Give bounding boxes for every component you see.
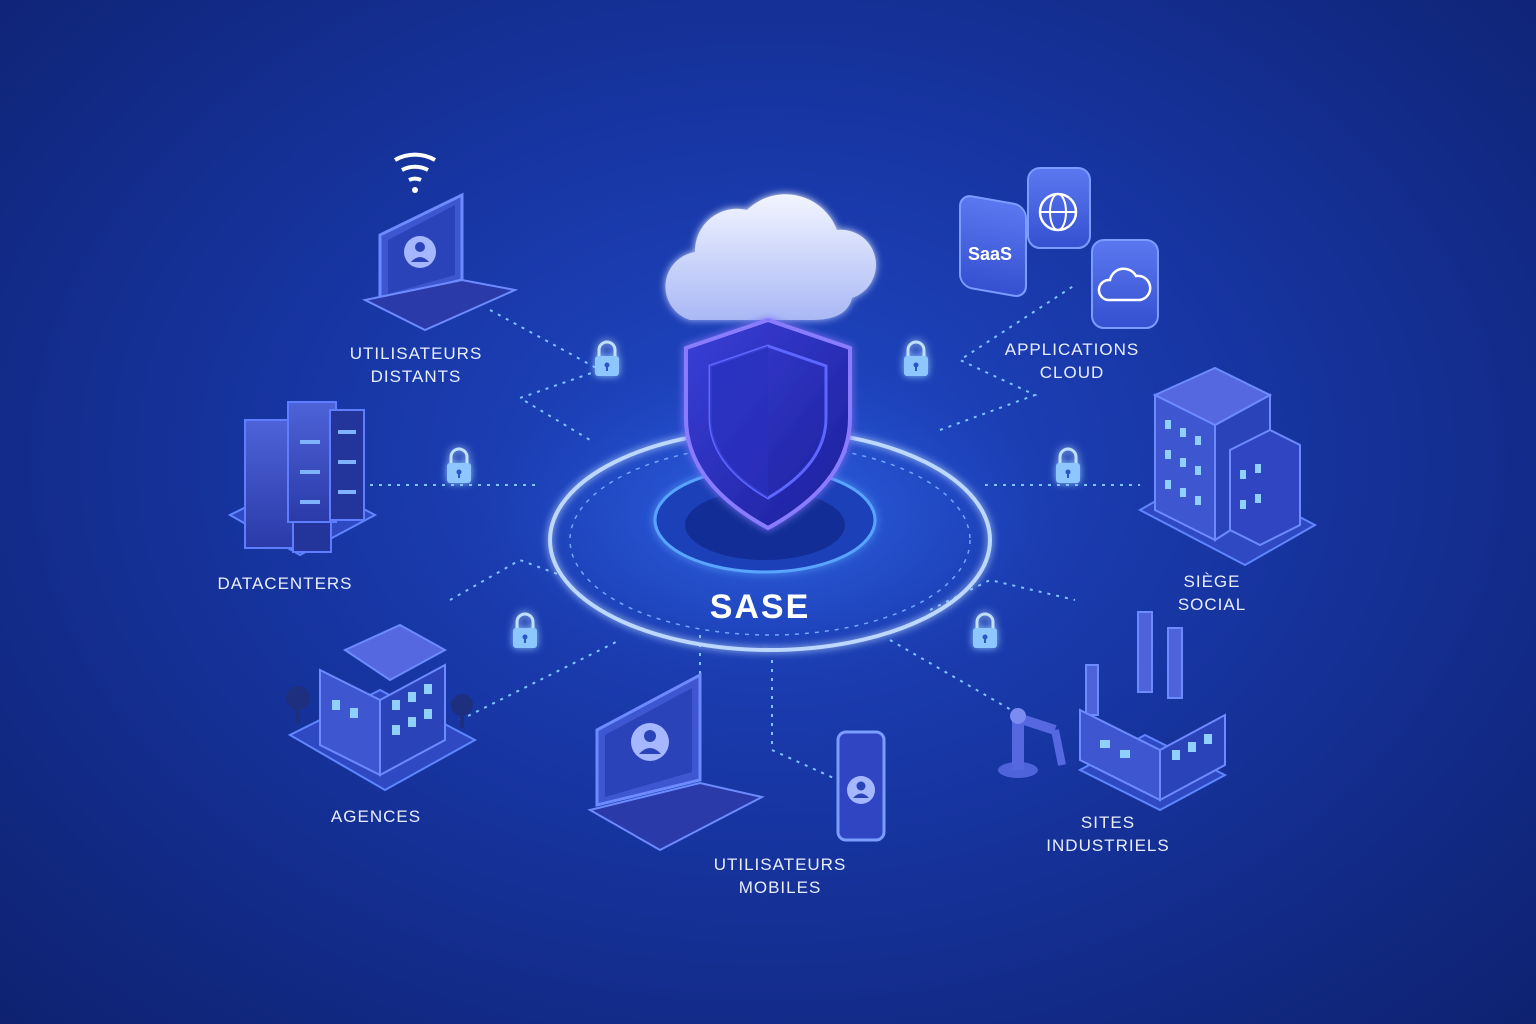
label-cloud-apps: APPLICATIONS CLOUD	[1005, 338, 1140, 384]
label-line: SIÈGE	[1183, 572, 1241, 591]
saas-tile-label: SaaS	[968, 244, 1012, 264]
lock-icon-datacenters	[445, 447, 473, 485]
label-line: SOCIAL	[1177, 595, 1247, 614]
app-tiles: SaaS	[959, 167, 1159, 329]
link-cloud-apps	[939, 284, 1076, 431]
label-headquarters: SIÈGE SOCIAL	[1178, 570, 1246, 616]
label-line: APPLICATIONS	[1004, 340, 1140, 359]
laptop-icon-mobile	[587, 672, 765, 852]
globe-icon	[1027, 167, 1091, 249]
label-branches: AGENCES	[331, 805, 421, 828]
label-datacenters: DATACENTERS	[217, 572, 352, 595]
office-building-icon-headquarters	[1137, 366, 1318, 567]
factory-icon	[998, 611, 1228, 812]
sase-label: SASE	[709, 588, 811, 626]
label-line: UTILISATEURS	[713, 855, 847, 874]
smartphone-icon	[836, 730, 886, 842]
server-rack-icon	[227, 401, 378, 557]
label-industrial-sites: SITES INDUSTRIELS	[1046, 811, 1169, 857]
label-line: CLOUD	[1039, 363, 1105, 382]
label-line: SITES	[1080, 813, 1136, 832]
lock-icon-remote	[593, 340, 621, 378]
office-building-icon-agences	[286, 623, 478, 792]
laptop-icon-remote	[361, 152, 519, 332]
cloud-app-icon	[1091, 239, 1159, 329]
label-line: AGENCES	[330, 807, 422, 826]
label-line: MOBILES	[738, 878, 822, 897]
cloud-icon	[665, 194, 877, 320]
label-remote-users: UTILISATEURS DISTANTS	[350, 342, 483, 388]
label-line: INDUSTRIELS	[1046, 836, 1170, 855]
label-line: UTILISATEURS	[349, 344, 483, 363]
link-agences-1	[459, 639, 621, 721]
robot-arm-icon	[998, 708, 1066, 778]
link-mobile	[771, 660, 839, 781]
dashed-ring	[569, 444, 971, 636]
label-mobile-users: UTILISATEURS MOBILES	[714, 853, 847, 899]
link-agences-2	[449, 558, 561, 601]
connection-lines	[370, 284, 1140, 781]
label-line: DISTANTS	[370, 367, 462, 386]
lock-icon-cloud	[902, 340, 930, 378]
label-line: DATACENTERS	[217, 574, 353, 593]
wifi-icon	[394, 152, 436, 162]
shield-icon	[684, 317, 852, 531]
